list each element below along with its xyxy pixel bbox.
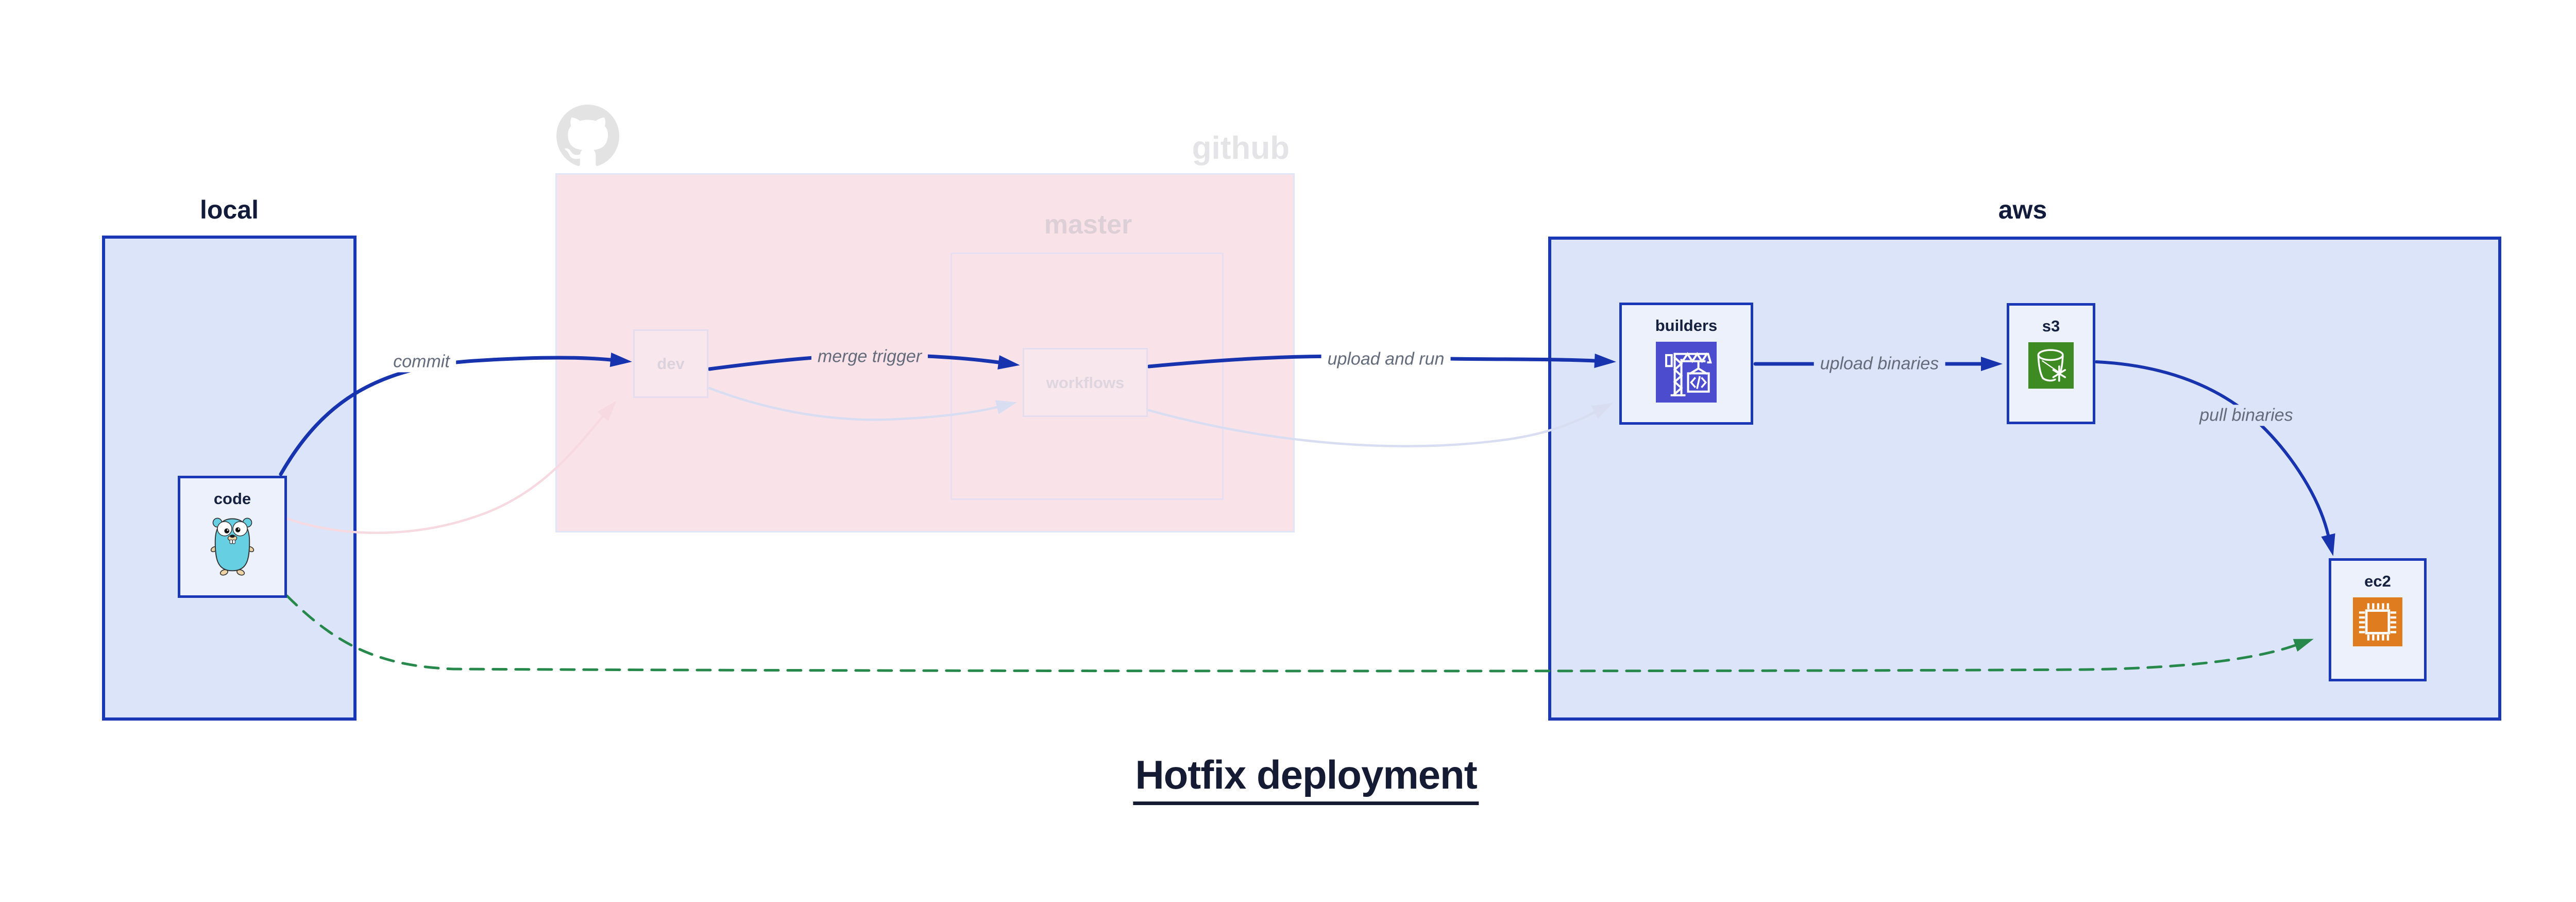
edge-label-upload-and-run: upload and run [1321, 348, 1451, 370]
edge-label-commit: commit [387, 351, 456, 373]
node-builders: builders [1619, 303, 1753, 425]
local-label: local [200, 195, 259, 224]
codebuild-crane-icon [1656, 342, 1717, 403]
gopher-icon [210, 517, 255, 576]
node-builders-label: builders [1655, 316, 1718, 335]
edge-label-upload-binaries: upload binaries [1814, 353, 1945, 375]
s3-glacier-bucket-icon [2028, 342, 2074, 389]
node-workflows: workflows [1023, 348, 1148, 417]
node-code-label: code [213, 490, 251, 508]
node-ec2: ec2 [2329, 558, 2427, 681]
node-workflows-label: workflows [1046, 373, 1125, 392]
master-label: master [1044, 210, 1132, 240]
diagram-title: Hotfix deployment [1133, 751, 1479, 805]
node-ec2-label: ec2 [2364, 572, 2391, 590]
node-s3-label: s3 [2042, 317, 2060, 335]
node-s3: s3 [2007, 303, 2095, 424]
github-label: github [1192, 130, 1290, 166]
node-dev-label: dev [657, 355, 685, 373]
edge-label-merge-trigger: merge trigger [811, 346, 928, 368]
master-container [951, 253, 1224, 500]
node-dev: dev [633, 329, 708, 398]
edge-label-pull-binaries: pull binaries [2193, 405, 2299, 426]
ec2-chip-icon [2353, 597, 2402, 646]
node-code: code [178, 476, 287, 598]
aws-label: aws [1998, 195, 2047, 224]
github-octocat-icon [556, 105, 619, 166]
